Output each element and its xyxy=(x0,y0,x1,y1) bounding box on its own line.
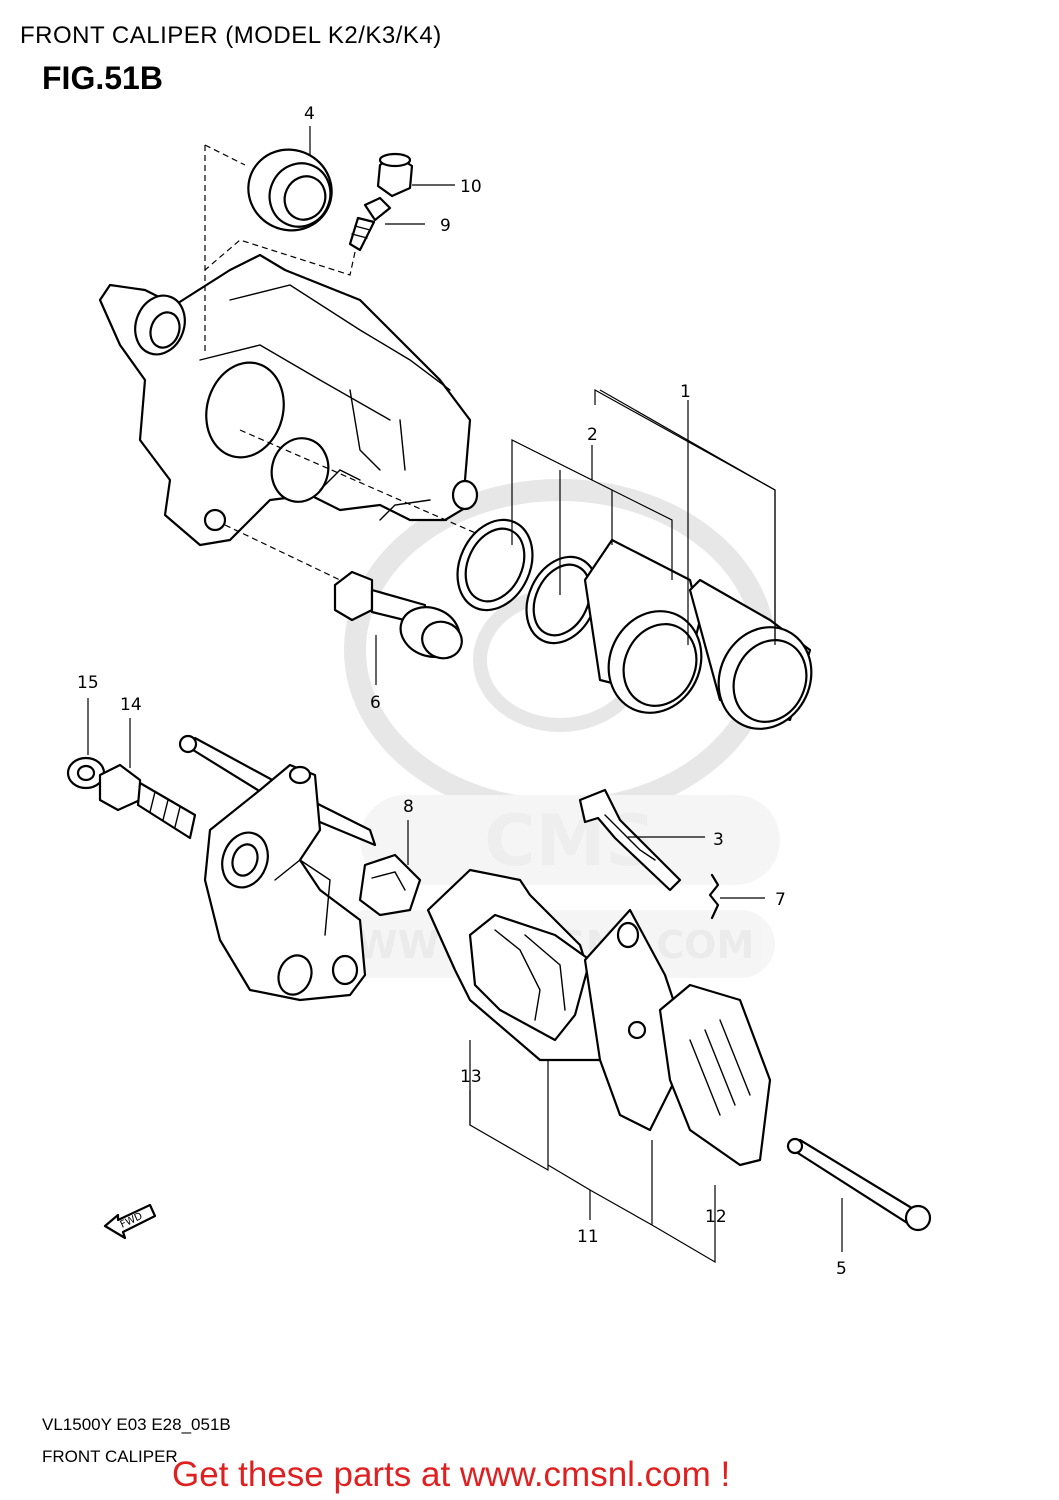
part-10-cap xyxy=(376,152,414,198)
callout-5: 5 xyxy=(836,1259,847,1279)
part-7-retaining-clip xyxy=(708,873,720,920)
caliper-bracket xyxy=(178,734,377,1002)
guide-line-4b xyxy=(204,144,246,166)
part-1-pistons xyxy=(583,538,813,730)
callout-8: 8 xyxy=(403,797,414,817)
caliper-body xyxy=(98,253,479,547)
guide-line-piston xyxy=(239,429,481,536)
fwd-direction-arrow: FWD xyxy=(103,1203,157,1240)
diagram-footer-title: FRONT CALIPER xyxy=(42,1447,178,1466)
callout-1: 1 xyxy=(680,382,691,402)
figure-number: FIG.51B xyxy=(42,60,163,96)
callout-leader-lines xyxy=(87,126,843,1264)
callout-7: 7 xyxy=(775,890,786,910)
callout-3: 3 xyxy=(713,830,724,850)
guide-line-9 xyxy=(204,239,356,276)
cmsnl-promo-link[interactable]: Get these parts at www.cmsnl.com ! xyxy=(172,1455,731,1494)
callout-numbers: 1 2 3 4 5 6 7 8 9 10 11 12 13 14 15 xyxy=(77,104,847,1279)
guide-line-6 xyxy=(224,524,341,581)
callout-2: 2 xyxy=(587,425,598,445)
diagram-header-title: FRONT CALIPER (MODEL K2/K3/K4) xyxy=(20,22,442,49)
callout-10: 10 xyxy=(460,177,482,197)
part-14-bolt xyxy=(98,763,197,840)
callout-6: 6 xyxy=(370,693,381,713)
part-2-piston-seals xyxy=(456,518,599,645)
part-15-washer xyxy=(66,756,106,790)
part-8-clip xyxy=(358,853,422,917)
part-5-pad-pin xyxy=(786,1137,932,1232)
diagram-reference-code: VL1500Y E03 E28_051B xyxy=(42,1415,231,1434)
callout-15: 15 xyxy=(77,673,99,693)
callout-4: 4 xyxy=(304,104,315,124)
callout-13: 13 xyxy=(460,1067,482,1087)
callout-14: 14 xyxy=(120,695,142,715)
part-4-boot xyxy=(247,148,333,232)
callout-12: 12 xyxy=(705,1207,727,1227)
callout-9: 9 xyxy=(440,216,451,236)
part-3-pad-spring xyxy=(578,788,682,892)
part-9-bleeder-valve xyxy=(348,196,392,252)
part-6-bolt xyxy=(333,570,463,660)
callout-11: 11 xyxy=(577,1227,599,1247)
part-11-pad-set xyxy=(426,868,772,1167)
